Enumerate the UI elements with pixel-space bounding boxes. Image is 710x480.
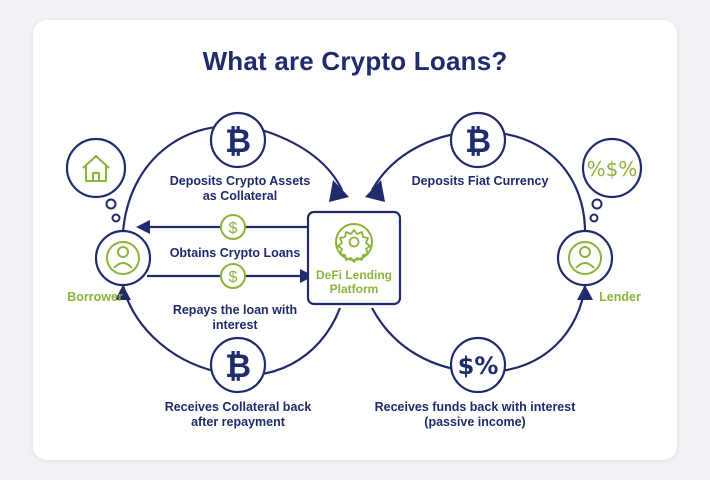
svg-text:$%: $% [458, 352, 499, 380]
dollar-token-icon: $ [220, 214, 246, 240]
page-title: What are Crypto Loans? [202, 46, 508, 76]
svg-text:$: $ [229, 220, 238, 237]
deposits-fiat-label: Deposits Fiat Currency [411, 174, 549, 188]
obtains-loans-label: Obtains Crypto Loans [169, 246, 301, 260]
house-icon [82, 155, 110, 182]
percent-dollar-icon: %$% [587, 157, 638, 181]
gear-icon [335, 223, 373, 263]
borrower-thought-bubble [65, 137, 127, 223]
bitcoin-icon: ₿ [449, 111, 507, 169]
arrow-to-platform-left [329, 180, 349, 202]
deposits-crypto-label: Deposits Crypto Assets as Collateral [169, 174, 311, 203]
platform-box [306, 210, 402, 306]
borrower-avatar-icon [94, 229, 152, 287]
lender-thought-bubble: %$% [581, 137, 643, 223]
lender-avatar-icon [556, 229, 614, 287]
arrow-to-borrower-loan [136, 220, 150, 234]
borrower-label: Borrower [67, 290, 123, 304]
lender-label: Lender [599, 290, 641, 304]
arrow-to-platform-right [365, 180, 385, 202]
dollar-token-icon: $ [220, 263, 246, 289]
platform-label: DeFi Lending Platform [316, 268, 392, 296]
repays-loan-label: Repays the loan with interest [172, 303, 298, 332]
receives-funds-label: Receives funds back with interest (passi… [374, 400, 576, 429]
svg-text:₿: ₿ [225, 347, 251, 385]
arrow-funds-to-lender [577, 285, 593, 300]
dollar-percent-icon: $% [449, 336, 507, 394]
svg-text:₿: ₿ [225, 122, 251, 160]
arrow-collateral-back [115, 285, 131, 300]
svg-text:$: $ [229, 269, 238, 286]
receives-collateral-label: Receives Collateral back after repayment [164, 400, 312, 429]
svg-text:₿: ₿ [465, 122, 491, 160]
bitcoin-icon: ₿ [209, 336, 267, 394]
bitcoin-icon: ₿ [209, 111, 267, 169]
